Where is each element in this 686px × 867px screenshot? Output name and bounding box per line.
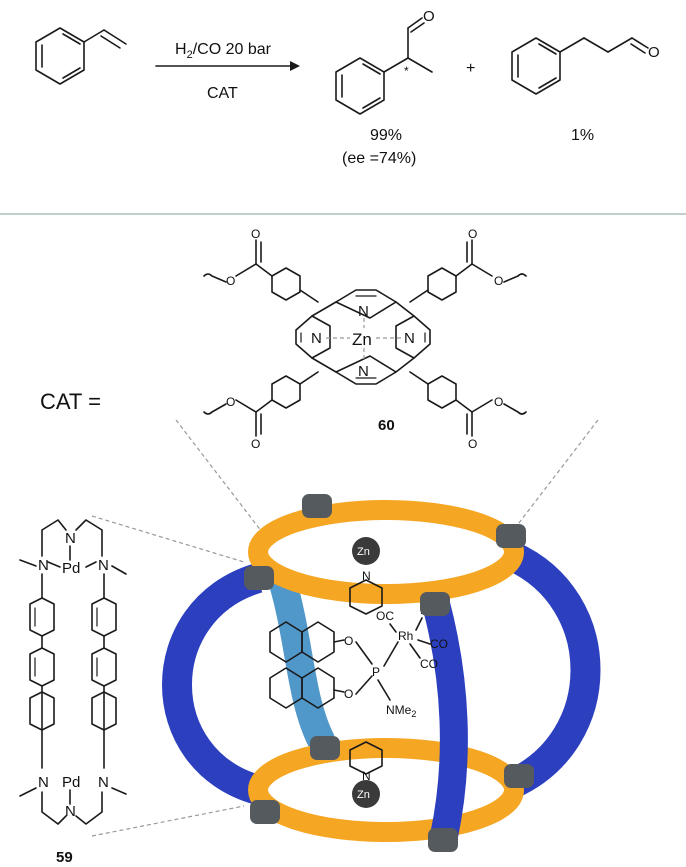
ester-o-1a: O [251, 227, 260, 241]
rh-co-left: OC [376, 609, 394, 623]
rh-co-bottom: CO [420, 657, 438, 671]
styrene-structure [35, 27, 127, 85]
catalyst-label: CAT [207, 85, 238, 102]
clip [496, 524, 526, 548]
n-top-right: N [98, 557, 109, 574]
n-bottom-center: N [65, 803, 76, 820]
ester-o-2a: O [468, 227, 477, 241]
porphyrin-n-bottom: N [358, 363, 369, 380]
clip [302, 494, 332, 518]
supramolecular-cage: Zn Zn N N O O P NMe2 Rh OC H CO CO [162, 494, 601, 852]
product2-yield: 1% [571, 127, 594, 144]
nme2-label: NMe2 [386, 703, 416, 719]
ester-o-2b: O [494, 274, 503, 288]
guide-line-top-right [511, 419, 599, 533]
pyridine-n-top: N [362, 569, 371, 583]
clip [250, 800, 280, 824]
binol-o-bottom: O [344, 687, 353, 701]
product1-yield: 99% [370, 127, 402, 144]
guide-line-mid-left [91, 515, 245, 563]
porphyrin-n-right: N [404, 330, 415, 347]
zn-ball-bottom [352, 780, 380, 808]
porphyrin-60-structure: N N N N Zn O O O O O O [203, 227, 527, 451]
pd-top: Pd [62, 560, 80, 577]
porphyrin-n-top: N [358, 303, 369, 320]
blue-strap-left [162, 563, 263, 805]
aldehyde-oxygen-2: O [648, 44, 660, 61]
porphyrin-n-left: N [311, 330, 322, 347]
clip [244, 566, 274, 590]
ester-o-1b: O [226, 274, 235, 288]
rhodium-rh: Rh [398, 629, 413, 643]
clip [420, 592, 450, 616]
ester-o-4b: O [494, 395, 503, 409]
ester-o-3b: O [226, 395, 235, 409]
porphyrin-60-label: 60 [378, 417, 395, 434]
clip [310, 736, 340, 760]
n-top-center: N [65, 530, 76, 547]
blue-strap-right [505, 542, 601, 798]
macrocycle-59-structure: Pd N N N Pd N N N [19, 519, 127, 825]
cat-equals-label: CAT = [40, 389, 101, 414]
blue-strap-front [422, 600, 468, 839]
zn-label-top: Zn [357, 546, 370, 558]
guide-line-bottom-left [91, 805, 245, 837]
rh-co-right: CO [430, 637, 448, 651]
product1-ee: (ee =74%) [342, 150, 416, 167]
ester-o-4a: O [468, 437, 477, 451]
ester-o-3a: O [251, 437, 260, 451]
orange-ring-bottom [248, 738, 524, 842]
aldehyde-oxygen-1: O [423, 8, 435, 25]
n-bottom-right: N [98, 774, 109, 791]
zn-ball-top [352, 537, 380, 565]
orange-ring-top [248, 500, 524, 604]
phosphorus-p: P [372, 665, 380, 679]
pyridine-n-bottom: N [362, 769, 371, 783]
n-bottom-left: N [38, 774, 49, 791]
porphyrin-zn-center: Zn [352, 330, 372, 349]
stereocenter-mark: * [404, 64, 409, 78]
plus-sign: + [466, 60, 475, 77]
linear-aldehyde-structure: O [511, 37, 660, 95]
clip [504, 764, 534, 788]
light-blue-strap [268, 575, 335, 749]
pd-bottom: Pd [62, 774, 80, 791]
n-top-left: N [38, 557, 49, 574]
macrocycle-59-label: 59 [56, 849, 73, 866]
binol-o-top: O [344, 634, 353, 648]
branched-aldehyde-structure: O * [335, 8, 435, 115]
clip [428, 828, 458, 852]
zn-label-bottom: Zn [357, 789, 370, 801]
guide-line-top-left [175, 419, 263, 533]
conditions-label: H2/CO 20 bar [175, 41, 272, 61]
reaction-arrow: H2/CO 20 bar CAT [155, 41, 300, 102]
